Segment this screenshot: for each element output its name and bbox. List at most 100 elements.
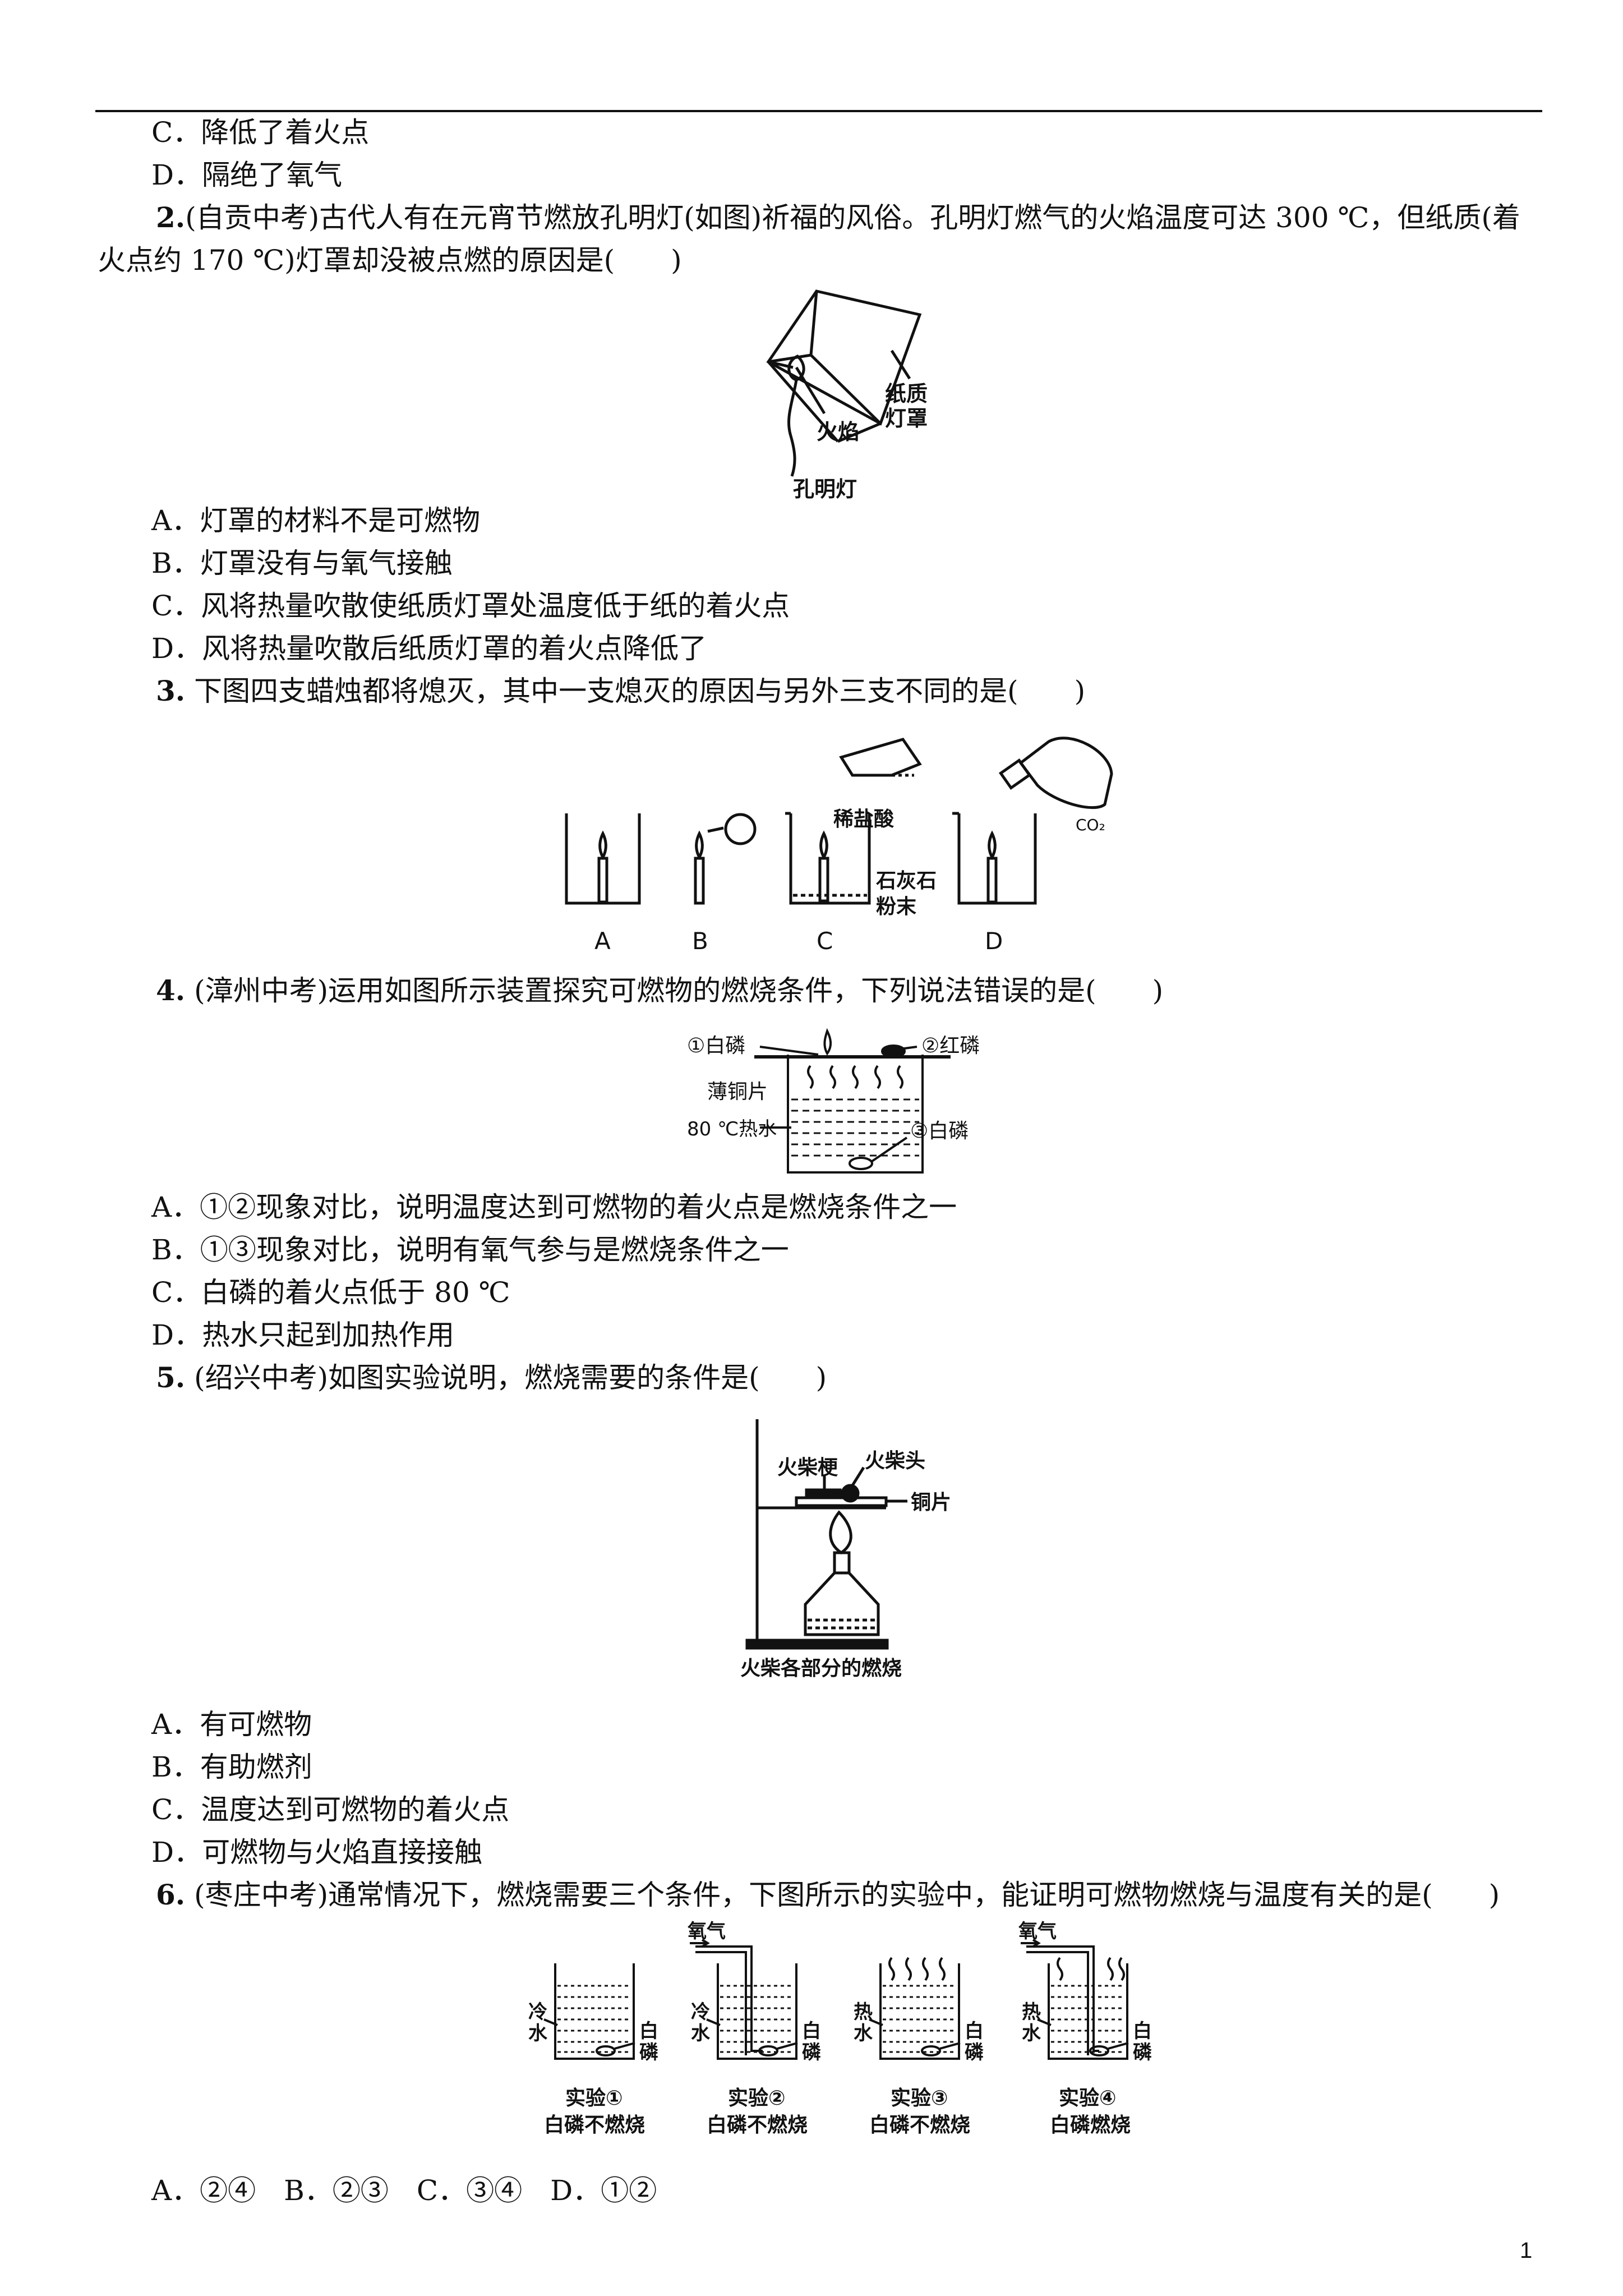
burner-flame-icon (829, 1510, 852, 1555)
q2-option-c: C．风将热量吹散使纸质灯罩处温度低于纸的着火点 (151, 590, 790, 622)
exp2-title: 实验② (728, 2087, 785, 2110)
oxygen-tube-4 (1026, 1945, 1099, 2052)
q5-option-b: B．有助燃剂 (151, 1751, 312, 1783)
blowing-face-icon (724, 813, 757, 845)
co2-bottle-d (1018, 737, 1113, 809)
beaker-3 (879, 1963, 960, 2060)
q2-option-b: B．灯罩没有与氧气接触 (151, 547, 453, 579)
q2-stem-line2: 火点约 170 ℃)灯罩却没被点燃的原因是( ) (98, 244, 682, 277)
alcohol-lamp (804, 1571, 880, 1636)
svg-text:磷: 磷 (965, 2041, 984, 2064)
q4-number: 4. (156, 974, 186, 1007)
exp1-title: 实验① (565, 2087, 623, 2110)
svg-text:水: 水 (691, 2022, 711, 2045)
label-white-phosphorus-3: ③白磷 (910, 1120, 969, 1143)
svg-text:水: 水 (1022, 2022, 1041, 2045)
candle-a (597, 857, 608, 904)
q3-stem: 3. 下图四支蜡烛都将熄灭，其中一支熄灭的原因与另外三支不同的是( ) (156, 674, 1086, 707)
q5-option-c: C．温度达到可燃物的着火点 (151, 1793, 510, 1826)
experiment-2: 氧气 冷 水 白 磷 实验② 白磷不燃烧 (688, 1920, 821, 2137)
label-co2: CO₂ (1076, 816, 1105, 834)
red-phosphorus (881, 1045, 906, 1058)
q5-option-a: A．有可燃物 (151, 1708, 312, 1741)
flame-c-icon (819, 830, 828, 861)
exp3-title: 实验③ (891, 2087, 948, 2110)
label-a: A (594, 927, 611, 955)
q4-option-c: C．白磷的着火点低于 80 ℃ (151, 1276, 510, 1309)
svg-text:磷: 磷 (639, 2041, 658, 2064)
q1-option-d: D．隔绝了氧气 (151, 159, 343, 191)
white-phosphorus-3 (921, 2045, 941, 2056)
acid-bottle-c (839, 738, 922, 777)
q3-number: 3. (156, 674, 186, 707)
label-limestone-2: 粉末 (876, 895, 916, 918)
q4-option-a: A．①②现象对比，说明温度达到可燃物的着火点是燃烧条件之一 (151, 1191, 957, 1223)
q5-figure-match-combustion: 火柴梗 火柴头 铜片 火柴各部分的燃烧 (740, 1419, 951, 1680)
label-paper-shade-1: 纸质 (885, 381, 928, 406)
steam-1 (807, 1065, 814, 1089)
label-c: C (817, 927, 833, 955)
beaker-4 (1048, 1963, 1128, 2060)
q4-option-d: D．热水只起到加热作用 (151, 1319, 455, 1351)
q6-figure-four-experiments: 冷 水 白 磷 实验① 白磷不燃烧 氧气 冷 水 白 磷 实验 (528, 1920, 1152, 2137)
svg-text:白: 白 (1133, 2020, 1152, 2042)
q5-stem: 5. (绍兴中考)如图实验说明，燃烧需要的条件是( ) (156, 1361, 827, 1394)
exp2-oxygen-label: 氧气 (688, 1920, 726, 1943)
beaker-2 (717, 1963, 797, 2060)
label-paper-shade-2: 灯罩 (885, 406, 928, 431)
label-hot-water: 80 ℃热水 (687, 1118, 777, 1140)
experiment-3: 热 水 白 磷 实验③ 白磷不燃烧 (854, 1957, 984, 2137)
label-d: D (985, 927, 1003, 955)
svg-text:磷: 磷 (802, 2041, 821, 2064)
flame-icon (787, 355, 805, 381)
experiment-4: 氧气 热 水 白 磷 实验④ 白磷燃烧 (1018, 1920, 1152, 2137)
flame-b-icon (695, 830, 704, 861)
q5-option-d: D．可燃物与火焰直接接触 (151, 1836, 483, 1869)
label-limestone-1: 石灰石 (876, 869, 937, 892)
label-thin-copper: 薄铜片 (707, 1080, 768, 1103)
label-flame: 火焰 (817, 420, 859, 444)
svg-text:热: 热 (1022, 2001, 1041, 2023)
q6-stem: 6. (枣庄中考)通常情况下，燃烧需要三个条件，下图所示的实验中，能证明可燃物燃… (156, 1878, 1500, 1911)
q2-figure-kongming-lantern: 纸质 灯罩 火焰 孔明灯 (766, 289, 928, 501)
page-number: 1 (1520, 2238, 1533, 2263)
label-dilute-hcl: 稀盐酸 (833, 808, 894, 831)
label-white-phosphorus-1: ①白磷 (687, 1034, 745, 1057)
q6-options: A．②④ B．②③ C．③④ D．①② (151, 2174, 657, 2207)
label-copper-sheet: 铜片 (911, 1491, 951, 1514)
exp2-result: 白磷不燃烧 (707, 2114, 808, 2137)
exp3-result: 白磷不燃烧 (869, 2114, 970, 2137)
exp4-title: 实验④ (1059, 2087, 1116, 2110)
flame-d-icon (988, 830, 997, 861)
header-rule (95, 110, 1542, 112)
flame-fuel-wire (787, 379, 798, 477)
q2-stem-line1: 2.(自贡中考)古代人有在元宵节燃放孔明灯(如图)祈福的风俗。孔明灯燃气的火焰温… (156, 201, 1520, 234)
svg-text:水: 水 (528, 2022, 548, 2045)
candle-b (694, 857, 705, 905)
white-phosphorus-1 (596, 2045, 616, 2056)
q6-number: 6. (156, 1878, 186, 1911)
beaker-1 (554, 1963, 635, 2060)
svg-text:白: 白 (639, 2020, 658, 2042)
svg-text:水: 水 (854, 2022, 873, 2045)
match-stick (805, 1488, 842, 1499)
stand-base (745, 1639, 889, 1650)
svg-text:冷: 冷 (528, 2001, 547, 2023)
q5-number: 5. (156, 1361, 186, 1394)
q3-figure-four-candles: 稀盐酸 石灰石 粉末 CO₂ A B C D (565, 737, 1113, 955)
exp4-result: 白磷燃烧 (1050, 2114, 1131, 2137)
white-phosphorus-4 (1089, 2045, 1109, 2056)
label-b: B (692, 927, 708, 955)
svg-text:白: 白 (802, 2020, 821, 2042)
experiment-1: 冷 水 白 磷 实验① 白磷不燃烧 (528, 1963, 658, 2137)
beaker (787, 1055, 924, 1174)
beaker-c (789, 813, 871, 905)
q4-option-b: B．①③现象对比，说明有氧气参与是燃烧条件之一 (151, 1234, 789, 1266)
exp1-result: 白磷不燃烧 (544, 2114, 645, 2137)
flame-a-icon (598, 830, 607, 861)
q2-option-a: A．灯罩的材料不是可燃物 (151, 504, 481, 537)
q5-figure-caption: 火柴各部分的燃烧 (740, 1657, 902, 1680)
label-red-phosphorus: ②红磷 (921, 1034, 980, 1057)
q2-number: 2. (156, 201, 186, 234)
hot-water (791, 1098, 919, 1157)
